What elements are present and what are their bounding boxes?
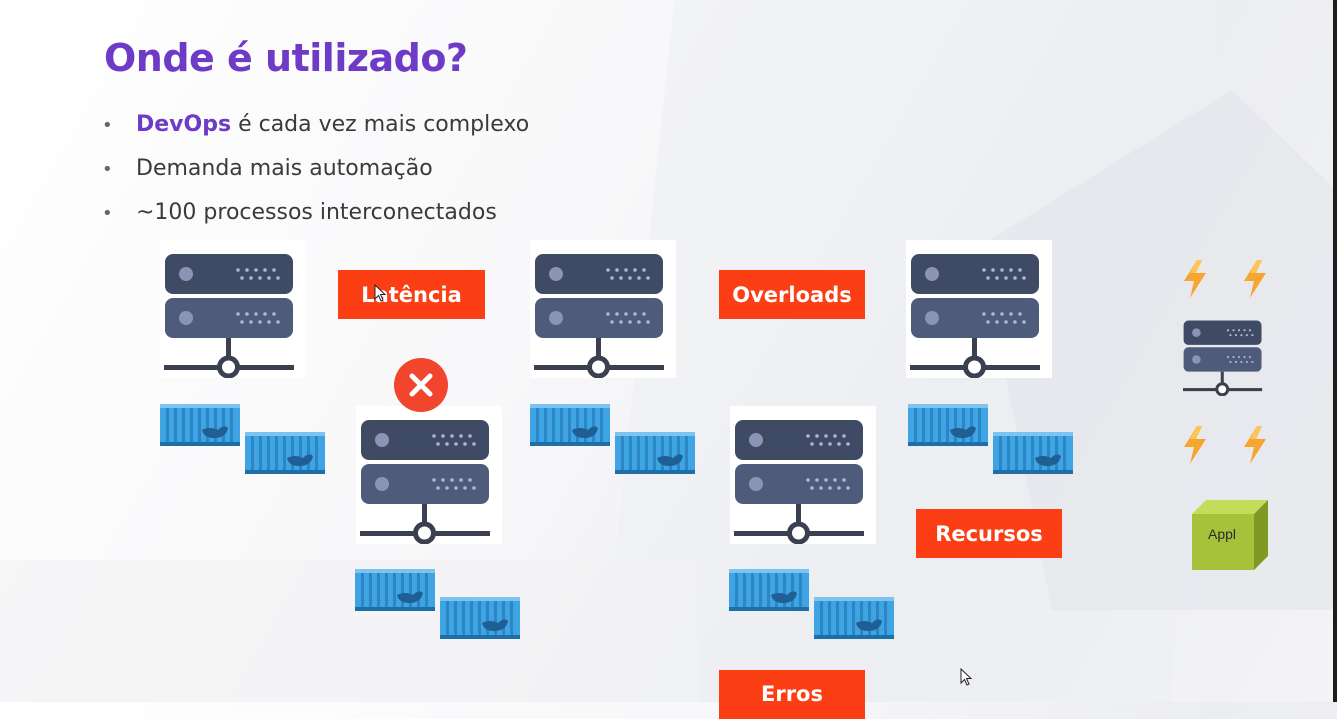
bullet-item: • Demanda mais automação [102, 152, 529, 196]
server-icon [730, 406, 876, 544]
bullet-text: Demanda mais automação [136, 156, 433, 181]
tag-latencia: Latência [338, 270, 485, 319]
mouse-cursor-icon [374, 283, 387, 302]
docker-containers-icon [727, 567, 897, 651]
bullet-item: • ~100 processos interconectados [102, 196, 529, 240]
bullet-highlight: DevOps [136, 112, 232, 137]
tag-recursos: Recursos [916, 509, 1062, 558]
bullet-item: • DevOps é cada vez mais complexo [102, 108, 529, 152]
server-icon [906, 240, 1052, 378]
server-icon [356, 406, 502, 544]
app-box-label: Appl [1207, 526, 1237, 542]
bullet-dot: • [102, 159, 113, 180]
lightning-icon [1242, 260, 1268, 298]
bullet-dot: • [102, 203, 113, 224]
lightning-icon [1182, 260, 1208, 298]
bullet-dot: • [102, 115, 113, 136]
lightning-icon [1182, 426, 1208, 464]
docker-containers-icon [158, 402, 328, 486]
server-icon [160, 240, 306, 378]
tag-erros: Erros [719, 670, 865, 719]
bullet-text: é cada vez mais complexo [231, 112, 530, 137]
slide-title: Onde é utilizado? [104, 36, 468, 80]
app-box-icon: Appl [1192, 500, 1268, 570]
close-icon [394, 358, 448, 412]
bullet-list: • DevOps é cada vez mais complexo • Demand… [102, 108, 529, 240]
bullet-text: ~100 processos interconectados [136, 200, 497, 225]
lightning-icon [1242, 426, 1268, 464]
mouse-cursor-icon [960, 667, 973, 686]
window-edge [1333, 0, 1337, 702]
docker-containers-icon [906, 402, 1076, 486]
docker-containers-icon [528, 402, 698, 486]
background-shape [0, 560, 700, 702]
server-icon [1180, 312, 1270, 396]
docker-containers-icon [353, 567, 523, 651]
tag-overloads: Overloads [719, 270, 865, 319]
server-icon [530, 240, 676, 378]
